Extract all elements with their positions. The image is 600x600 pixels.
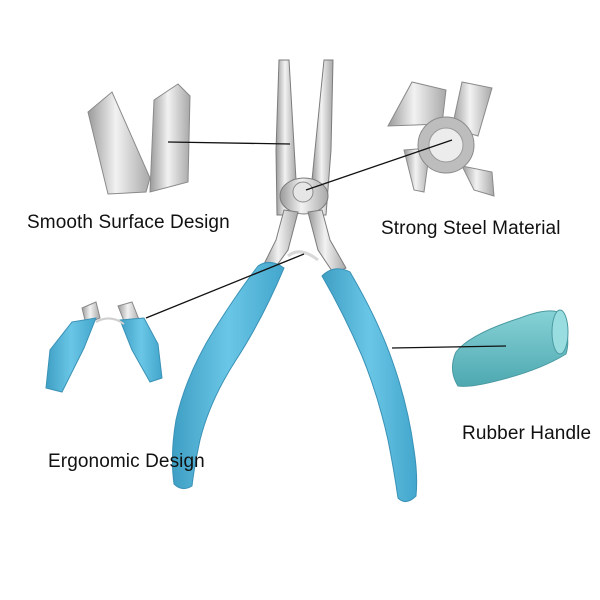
pliers-right-neck [307, 209, 347, 275]
pliers [171, 59, 418, 502]
leader-line-rubber-handle [391, 345, 507, 349]
leader-line-smooth-surface [167, 141, 291, 145]
pliers-right-handle [321, 268, 418, 502]
label-ergonomic-design: Ergonomic Design [48, 451, 205, 472]
pliers-spring [287, 250, 319, 262]
label-smooth-surface-design: Smooth Surface Design [27, 212, 230, 233]
detail-smooth-surface-closeup [87, 83, 191, 195]
detail-steel-closeup [387, 81, 495, 197]
pliers-rivet [292, 181, 314, 203]
label-strong-steel-material: Strong Steel Material [381, 218, 561, 239]
detail-ergonomic-closeup [45, 301, 163, 393]
leader-line-ergonomic [145, 253, 305, 319]
leader-lines [145, 139, 507, 349]
leader-line-steel [305, 139, 453, 191]
pliers-left-handle [171, 262, 285, 490]
detail-rubber-sleeve-closeup [452, 309, 569, 387]
label-rubber-handle: Rubber Handle [462, 423, 592, 444]
